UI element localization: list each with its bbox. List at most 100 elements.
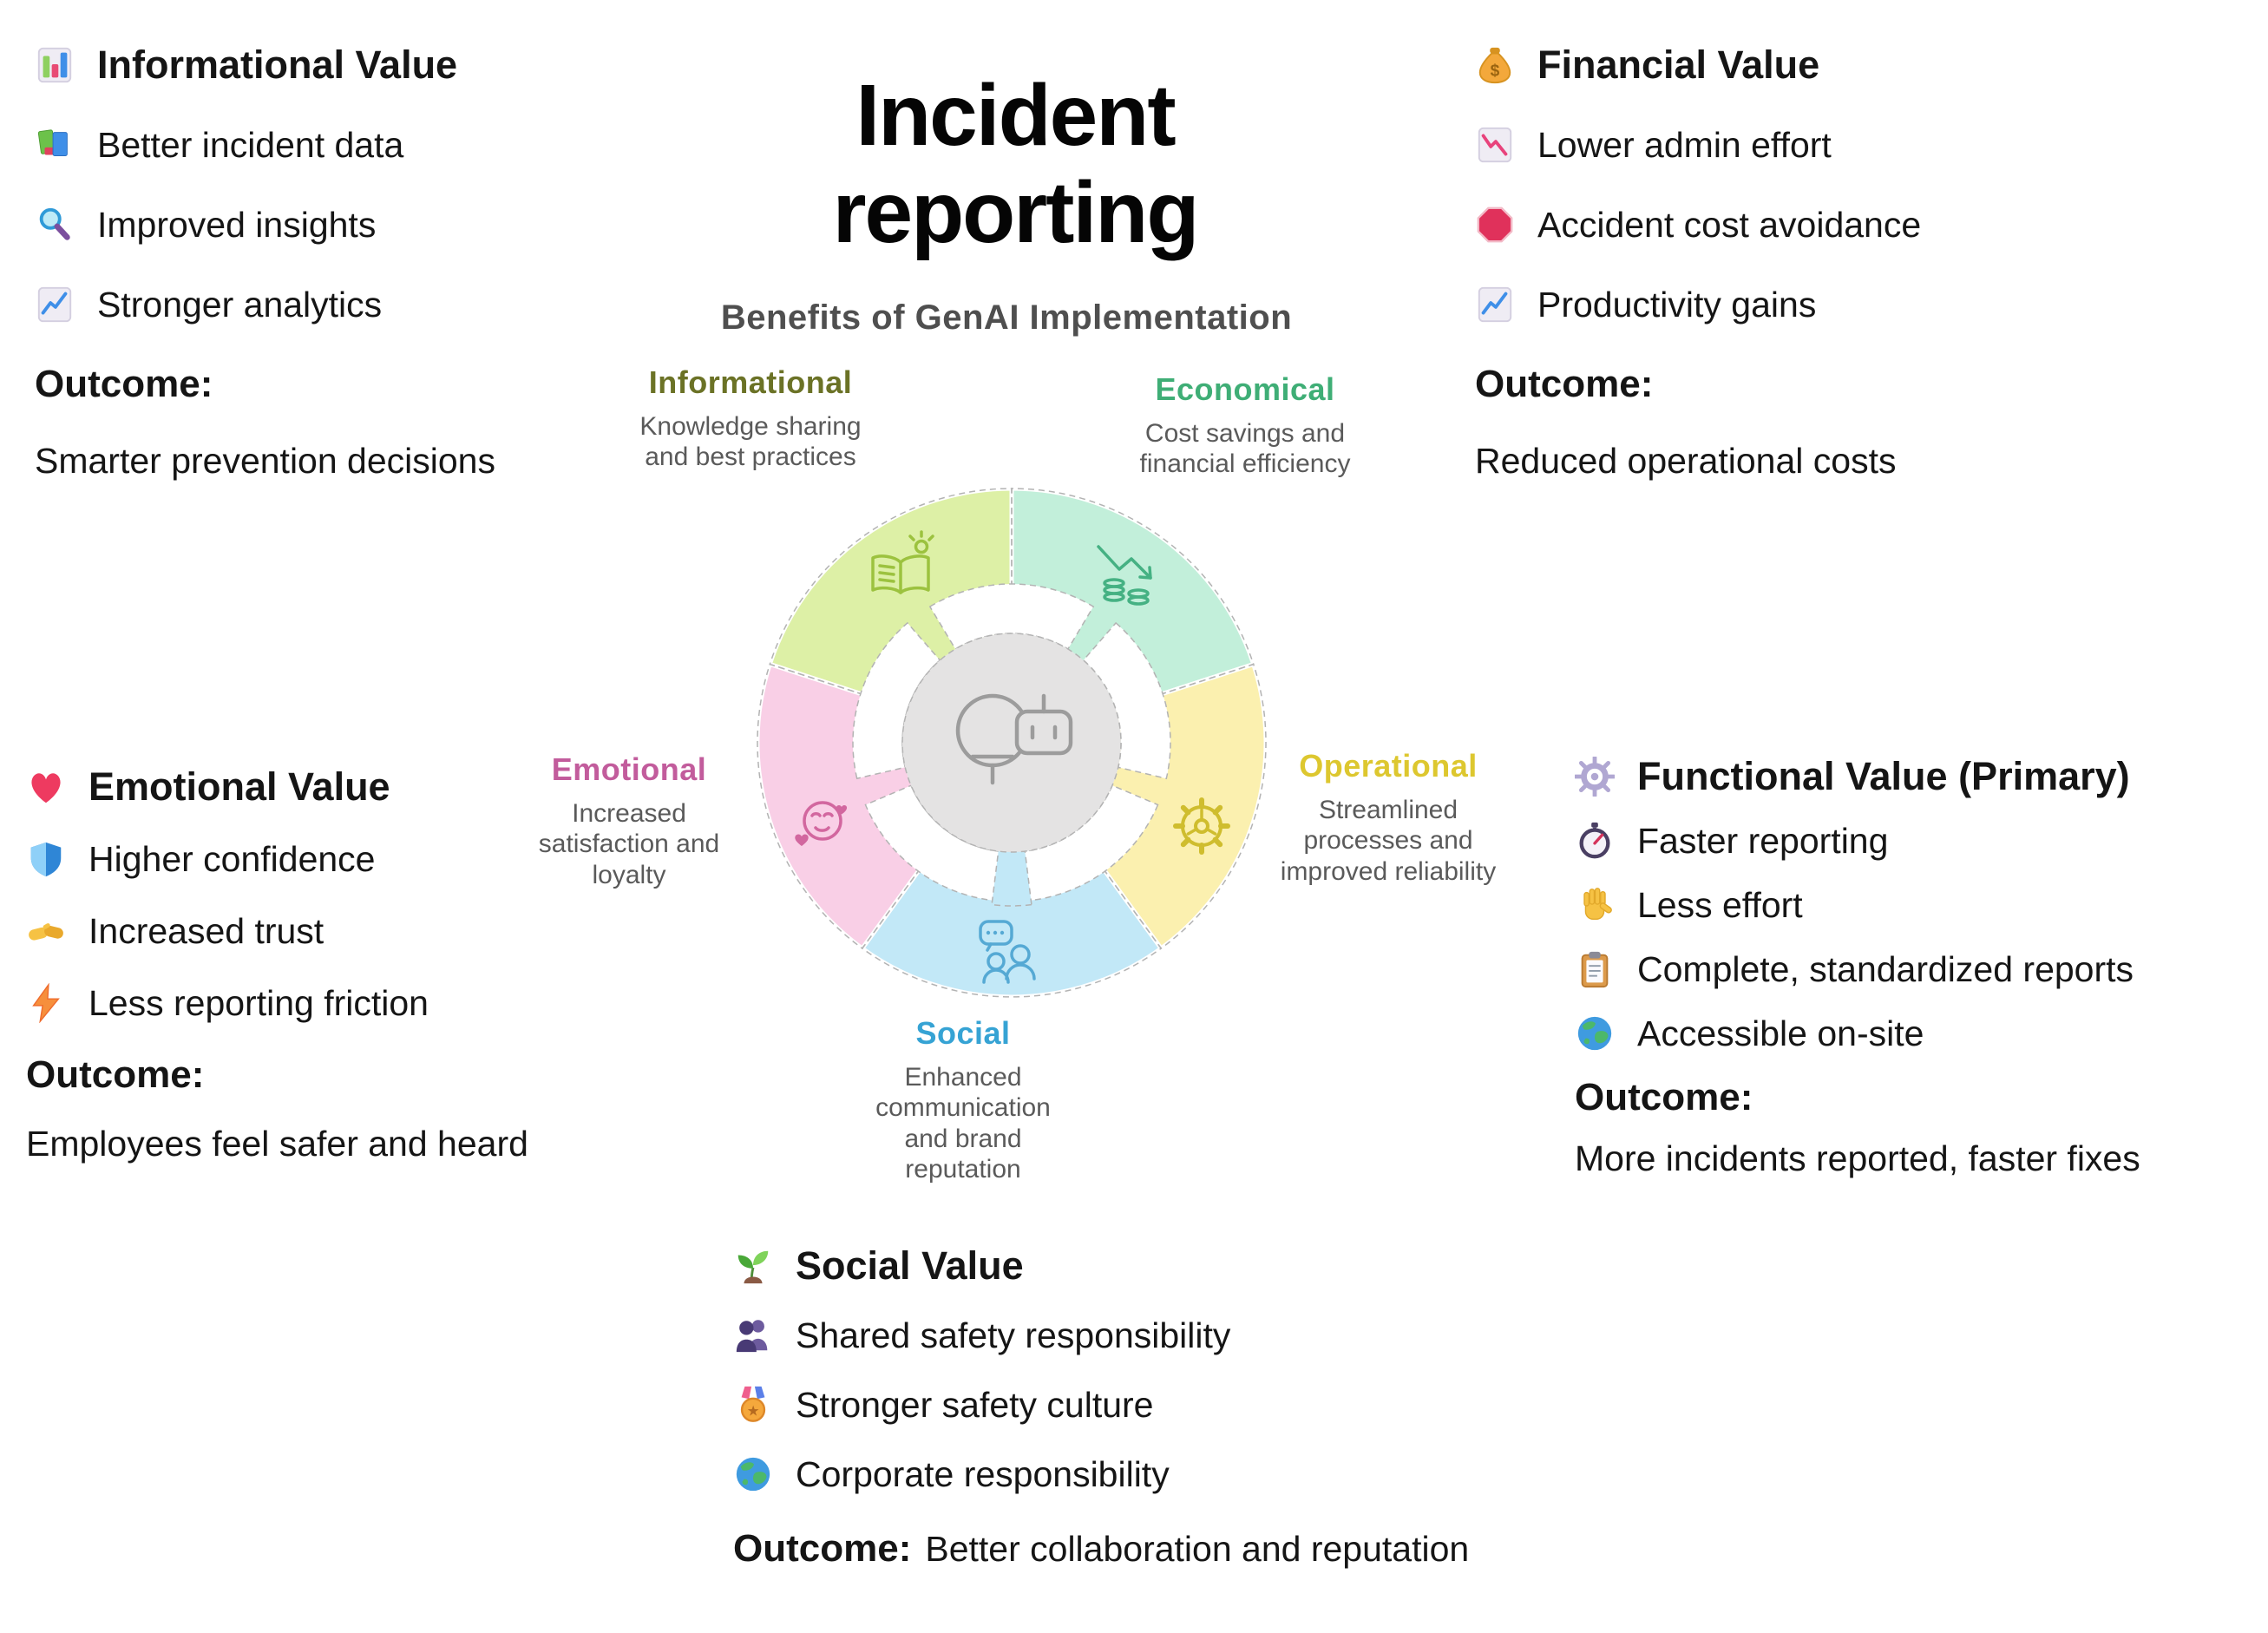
bar-chart-icon xyxy=(35,45,75,85)
page-title-line1: Incident xyxy=(855,67,1176,164)
wheel-title: Benefits of GenAI Implementation xyxy=(720,298,1293,337)
page-title: Incident reporting xyxy=(720,67,1310,261)
globe-icon xyxy=(1575,1013,1615,1053)
financial-value-panel: Financial Value Lower admin effort Accid… xyxy=(1475,42,2239,482)
segment-label-operational: Operational Streamlined processes and im… xyxy=(1245,748,1531,887)
segment-description: Enhanced communication and brand reputat… xyxy=(875,1063,1051,1184)
people-chat-icon xyxy=(979,920,1036,984)
list-item-text: Stronger analytics xyxy=(97,284,383,325)
panel-heading: Functional Value (Primary) xyxy=(1637,754,2130,798)
social-value-panel: Social Value Shared safety responsibilit… xyxy=(733,1243,1705,1571)
segment-label: Social xyxy=(915,1015,1011,1051)
list-item: Corporate responsibility xyxy=(733,1451,1705,1498)
smiley-hearts-icon xyxy=(795,801,848,846)
lightning-icon xyxy=(26,983,66,1023)
list-item: Faster reporting xyxy=(1575,817,2260,864)
list-item: Higher confidence xyxy=(26,836,703,882)
outcome-text: Employees feel safer and heard xyxy=(26,1124,528,1164)
list-item-text: Less effort xyxy=(1637,884,1803,925)
hand-icon xyxy=(1575,885,1615,925)
emotional-value-panel: Emotional Value Higher confidence Increa… xyxy=(26,764,703,1164)
outcome-label: Outcome: xyxy=(733,1527,912,1570)
outcome-text: More incidents reported, faster fixes xyxy=(1575,1138,2140,1178)
magnifier-icon xyxy=(35,205,75,245)
segment-description: Streamlined processes and improved relia… xyxy=(1280,796,1497,886)
stopwatch-icon xyxy=(1575,821,1615,861)
list-item-text: Shared safety responsibility xyxy=(796,1315,1231,1355)
chart-up-icon xyxy=(1475,285,1515,325)
list-item: Improved insights xyxy=(35,201,642,248)
list-item-text: Less reporting friction xyxy=(88,982,429,1023)
busts-icon xyxy=(733,1315,773,1355)
panel-heading: Informational Value xyxy=(97,43,458,87)
outcome-text: Better collaboration and reputation xyxy=(925,1528,1470,1569)
panel-heading-row: Informational Value xyxy=(35,42,642,89)
segment-label-emotional: Emotional Increased satisfaction and loy… xyxy=(486,751,772,890)
segment-label: Informational xyxy=(648,364,853,400)
list-item: Less effort xyxy=(1575,882,2260,928)
list-item: Less reporting friction xyxy=(26,980,703,1026)
handshake-icon xyxy=(26,911,66,951)
list-item-text: Better incident data xyxy=(97,124,404,165)
outcome-text: Reduced operational costs xyxy=(1475,441,1897,481)
stop-sign-icon xyxy=(1475,205,1515,245)
globe-icon xyxy=(733,1454,773,1494)
list-item: Productivity gains xyxy=(1475,281,2239,328)
list-item-text: Lower admin effort xyxy=(1537,124,1832,165)
chart-down-icon xyxy=(1475,125,1515,165)
segment-label-economical: Economical Cost savings and financial ef… xyxy=(1072,371,1419,480)
social-connector xyxy=(991,845,1032,907)
list-item-text: Improved insights xyxy=(97,204,377,245)
outcome-row: Outcome: Better collaboration and reputa… xyxy=(733,1527,1705,1571)
list-item: Stronger analytics xyxy=(35,281,642,328)
segment-description: Knowledge sharing and best practices xyxy=(639,412,862,472)
books-icon xyxy=(35,125,75,165)
benefits-wheel-diagram xyxy=(755,486,1268,1000)
outcome-label: Outcome: xyxy=(26,1053,205,1096)
panel-heading: Emotional Value xyxy=(88,764,390,809)
money-bag-icon xyxy=(1475,45,1515,85)
lightbulb-robot-icon xyxy=(955,693,1073,785)
functional-value-panel: Functional Value (Primary) Faster report… xyxy=(1575,753,2260,1179)
heart-icon xyxy=(26,767,66,807)
segment-label-social: Social Enhanced communication and brand … xyxy=(820,1015,1106,1185)
panel-heading: Financial Value xyxy=(1537,43,1820,87)
outcome-label: Outcome: xyxy=(35,363,213,405)
list-item: Accident cost avoidance xyxy=(1475,201,2239,248)
list-item-text: Accident cost avoidance xyxy=(1537,204,1922,245)
wheel-sector-outlines xyxy=(757,488,1267,998)
segment-description: Increased satisfaction and loyalty xyxy=(538,799,720,889)
outcome-text: Smarter prevention decisions xyxy=(35,441,495,481)
gear-icon xyxy=(1575,757,1615,797)
declining-cost-coins-icon xyxy=(1097,545,1152,606)
list-item-text: Increased trust xyxy=(88,910,324,951)
chart-up-icon xyxy=(35,285,75,325)
page-title-line2: reporting xyxy=(832,164,1200,261)
list-item: Shared safety responsibility xyxy=(733,1312,1705,1359)
gear-icon xyxy=(1173,797,1230,855)
list-item: Lower admin effort xyxy=(1475,121,2239,168)
panel-heading-row: Financial Value xyxy=(1475,42,2239,89)
outcome-label: Outcome: xyxy=(1575,1076,1753,1118)
outcome-label: Outcome: xyxy=(1475,363,1654,405)
wheel-inner-ring xyxy=(852,583,1171,902)
list-item: Increased trust xyxy=(26,908,703,954)
seedling-icon xyxy=(733,1246,773,1286)
shield-icon xyxy=(26,839,66,879)
panel-heading-row: Functional Value (Primary) xyxy=(1575,753,2260,800)
segment-description: Cost savings and financial efficiency xyxy=(1139,419,1351,479)
medal-icon xyxy=(733,1385,773,1425)
list-item: Better incident data xyxy=(35,121,642,168)
wheel-hub xyxy=(901,633,1122,853)
open-book-lightbulb-icon xyxy=(871,530,934,594)
panel-heading-row: Emotional Value xyxy=(26,764,703,810)
list-item: Complete, standardized reports xyxy=(1575,946,2260,993)
list-item-text: Accessible on-site xyxy=(1637,1013,1924,1053)
informational-value-panel: Informational Value Better incident data… xyxy=(35,42,642,482)
clipboard-icon xyxy=(1575,949,1615,989)
list-item-text: Stronger safety culture xyxy=(796,1384,1154,1425)
list-item: Stronger safety culture xyxy=(733,1381,1705,1428)
list-item-text: Productivity gains xyxy=(1537,284,1817,325)
segment-label-informational: Informational Knowledge sharing and best… xyxy=(555,364,946,473)
segment-label: Economical xyxy=(1155,371,1335,407)
